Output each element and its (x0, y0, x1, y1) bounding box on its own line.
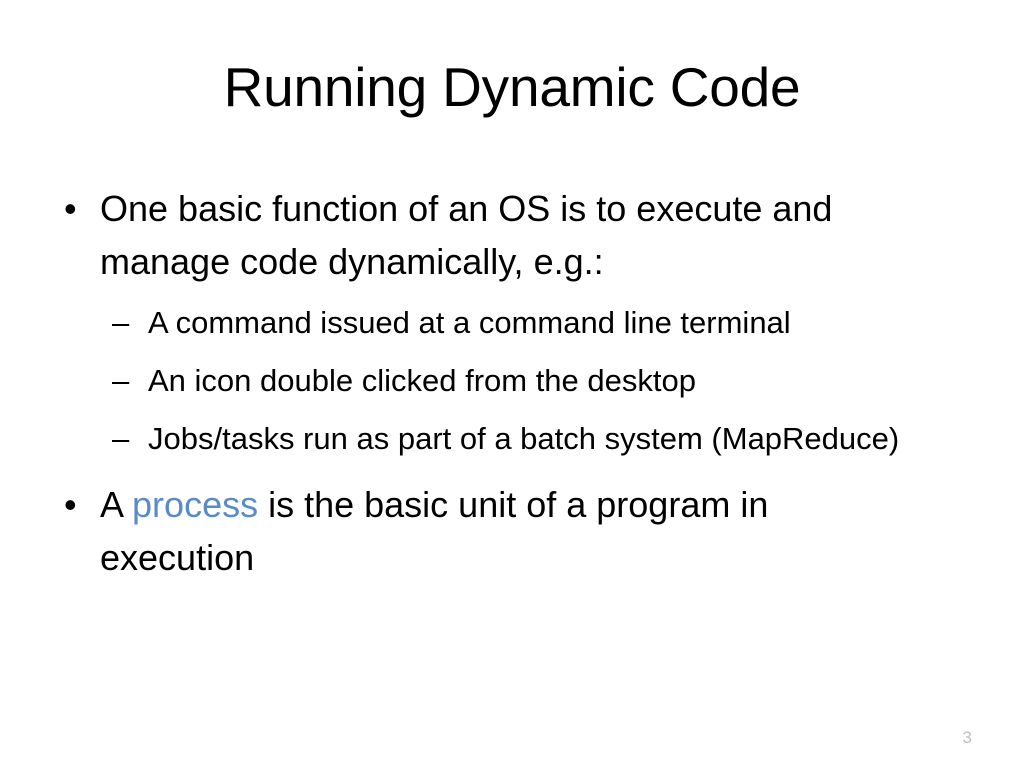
sub-bullet-item: – An icon double clicked from the deskto… (56, 352, 956, 410)
sub-bullet-item: – A command issued at a command line ter… (56, 294, 956, 352)
en-dash-icon: – (112, 421, 130, 456)
bullet-dot-icon: • (64, 188, 77, 229)
slide-title: Running Dynamic Code (223, 56, 801, 118)
bullet-text-before: A (100, 484, 133, 525)
bullet-dot-icon: • (64, 484, 77, 525)
bullet-item-level1: • A process is the basic unit of a progr… (56, 478, 920, 584)
en-dash-icon: – (112, 363, 130, 398)
highlighted-term-process: process (132, 484, 259, 525)
sub-bullet-list: – A command issued at a command line ter… (56, 294, 956, 468)
bullet-item-level1: • One basic function of an OS is to exec… (56, 182, 956, 288)
sub-bullet-text: A command issued at a command line termi… (148, 305, 791, 340)
sub-bullet-text: Jobs/tasks run as part of a batch system… (148, 421, 900, 456)
sub-bullet-text: An icon double clicked from the desktop (148, 363, 696, 398)
slide-body: • One basic function of an OS is to exec… (56, 182, 956, 584)
bullet-text: One basic function of an OS is to execut… (100, 188, 833, 282)
en-dash-icon: – (112, 305, 130, 340)
page-number: 3 (962, 728, 972, 747)
bullet-text-after: is the basic unit of a program in execut… (100, 484, 769, 578)
sub-bullet-item: – Jobs/tasks run as part of a batch syst… (56, 410, 908, 468)
